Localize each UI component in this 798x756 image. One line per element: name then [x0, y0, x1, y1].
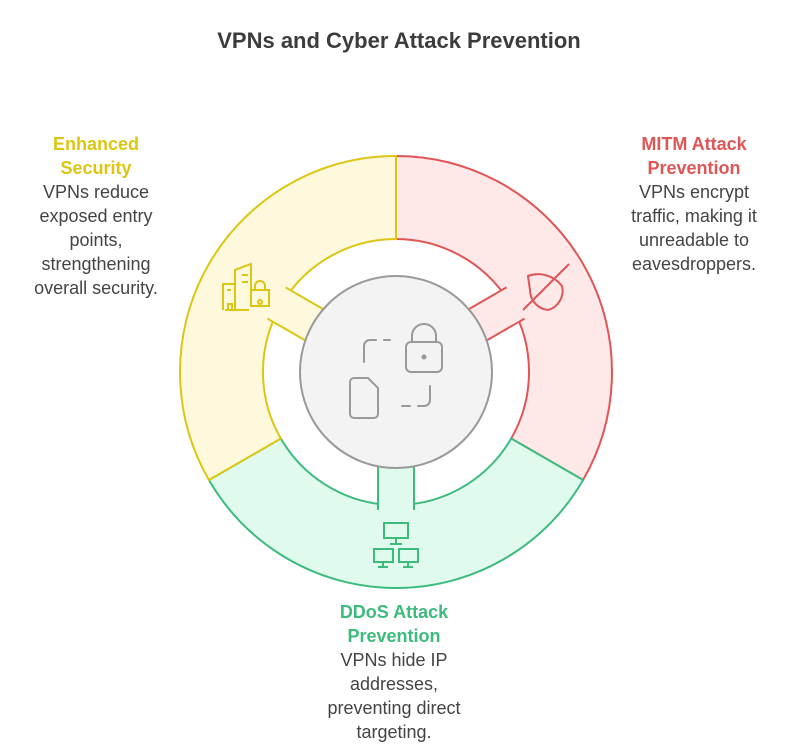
ring-segment-shape: [179, 154, 397, 482]
ring-segment-shape: [207, 437, 585, 589]
center-circle: [299, 275, 493, 469]
segment-heading: DDoS Attack Prevention: [339, 602, 449, 646]
network-icon: [373, 522, 419, 568]
segment-description: VPNs reduce exposed entry points, streng…: [34, 182, 158, 298]
ring-segment-bottom: [207, 437, 585, 589]
segment-heading: MITM Attack Prevention: [641, 134, 747, 178]
ring-segment-connector: [379, 497, 413, 511]
ring-segment-connector: [267, 287, 297, 325]
ring-segment-shape: [395, 154, 613, 482]
page-title: VPNs and Cyber Attack Prevention: [217, 28, 581, 53]
segment-description: VPNs hide IP addresses, preventing direc…: [327, 650, 461, 742]
file-lock-transfer-icon: [349, 323, 443, 419]
ring-segment-left: [179, 154, 397, 482]
segment-description: VPNs encrypt traffic, making it unreadab…: [631, 182, 757, 274]
segment-heading: Enhanced Security: [52, 134, 140, 178]
ring-segment-connector: [495, 287, 525, 325]
shield-off-icon: [522, 263, 570, 312]
building-lock-icon: [222, 262, 270, 311]
